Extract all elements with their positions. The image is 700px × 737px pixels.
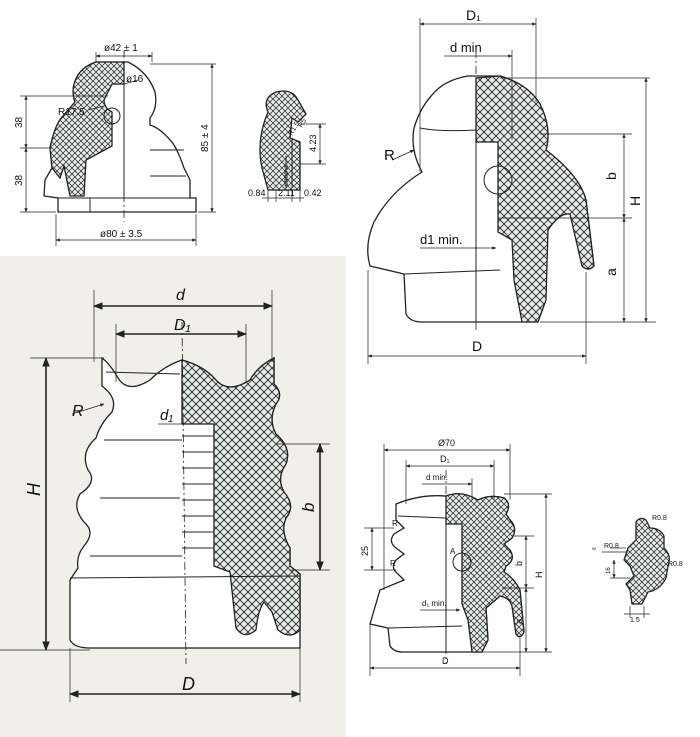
br-a: a bbox=[514, 619, 524, 624]
left-D1: D₁ bbox=[174, 317, 191, 334]
groove-br-r-right: R0.8 bbox=[668, 561, 683, 568]
tl-radius: R17.5 bbox=[58, 107, 85, 118]
groove-br-r-left: R0.8 bbox=[604, 543, 619, 550]
groove-br-r-top: R0.8 bbox=[652, 515, 667, 522]
drawing-left: d D₁ R d₁ H b D bbox=[0, 256, 346, 737]
tl-top-dia: ø42 ± 1 bbox=[104, 43, 138, 54]
left-H: H bbox=[24, 482, 44, 496]
tr-D: D bbox=[472, 338, 482, 354]
br-D: D bbox=[442, 656, 449, 666]
br-d1-min: d₁ min. bbox=[422, 599, 446, 608]
drawing-top-right: D₁ d min R b H d1 min. a D bbox=[367, 7, 656, 364]
drawing-bottom-right: Ø70 D₁ d min. R R 25 A d₁ min. b H a D bbox=[360, 438, 552, 676]
tl-lower-height: 38 bbox=[14, 174, 25, 186]
tr-R: R bbox=[384, 147, 395, 164]
br-d-min: d min. bbox=[426, 473, 448, 482]
groove-detail-bottom-right: R0.8 R0.8 R0.8 6 16 1.5 bbox=[592, 515, 683, 624]
tl-total-height: 85 ± 4 bbox=[200, 124, 211, 152]
groove-tl-inner: GROOVE bbox=[284, 163, 290, 186]
groove-tl-height: 4.23 bbox=[308, 134, 318, 152]
tl-upper-height: 38 bbox=[14, 116, 25, 128]
tr-d-min: d min bbox=[450, 40, 482, 55]
groove-br-w-bottom: 1.5 bbox=[630, 617, 640, 624]
groove-detail-top-left: R5 R1.5 4.23 GROOVE 0.84 2.11 0.42 bbox=[248, 90, 326, 202]
left-b: b bbox=[299, 503, 318, 512]
br-A: A bbox=[450, 547, 456, 556]
left-R: R bbox=[72, 403, 84, 420]
groove-tl-r-top: R5 bbox=[298, 118, 309, 129]
br-D1: D₁ bbox=[440, 454, 450, 464]
groove-tl-w-left: 0.84 bbox=[248, 188, 266, 198]
groove-tl-w-mid: 2.11 bbox=[278, 188, 295, 198]
drawing-top-left: ø42 ± 1 ø16 R17.5 38 38 85 ± 4 ø80 ± 3.5 bbox=[14, 43, 216, 246]
groove-br-h-small: 6 bbox=[592, 547, 598, 550]
tr-H: H bbox=[627, 196, 643, 206]
left-d: d bbox=[176, 287, 186, 304]
groove-tl-w-right: 0.42 bbox=[304, 188, 322, 198]
tl-hole-dia: ø16 bbox=[126, 74, 144, 85]
br-R-bottom: R bbox=[390, 559, 396, 568]
br-R-top: R bbox=[392, 519, 398, 528]
tl-base-dia: ø80 ± 3.5 bbox=[100, 229, 143, 240]
tr-b: b bbox=[603, 172, 619, 180]
br-outer-dia: Ø70 bbox=[438, 438, 455, 448]
tr-D1: D₁ bbox=[466, 7, 481, 23]
groove-br-h-mid: 16 bbox=[606, 567, 612, 574]
left-d1: d₁ bbox=[160, 407, 173, 424]
br-groove: 25 bbox=[360, 546, 370, 556]
tr-d1-min: d1 min. bbox=[420, 232, 463, 247]
left-D: D bbox=[182, 674, 195, 694]
br-H: H bbox=[534, 572, 544, 579]
tr-a: a bbox=[603, 268, 619, 276]
br-b: b bbox=[514, 561, 524, 566]
